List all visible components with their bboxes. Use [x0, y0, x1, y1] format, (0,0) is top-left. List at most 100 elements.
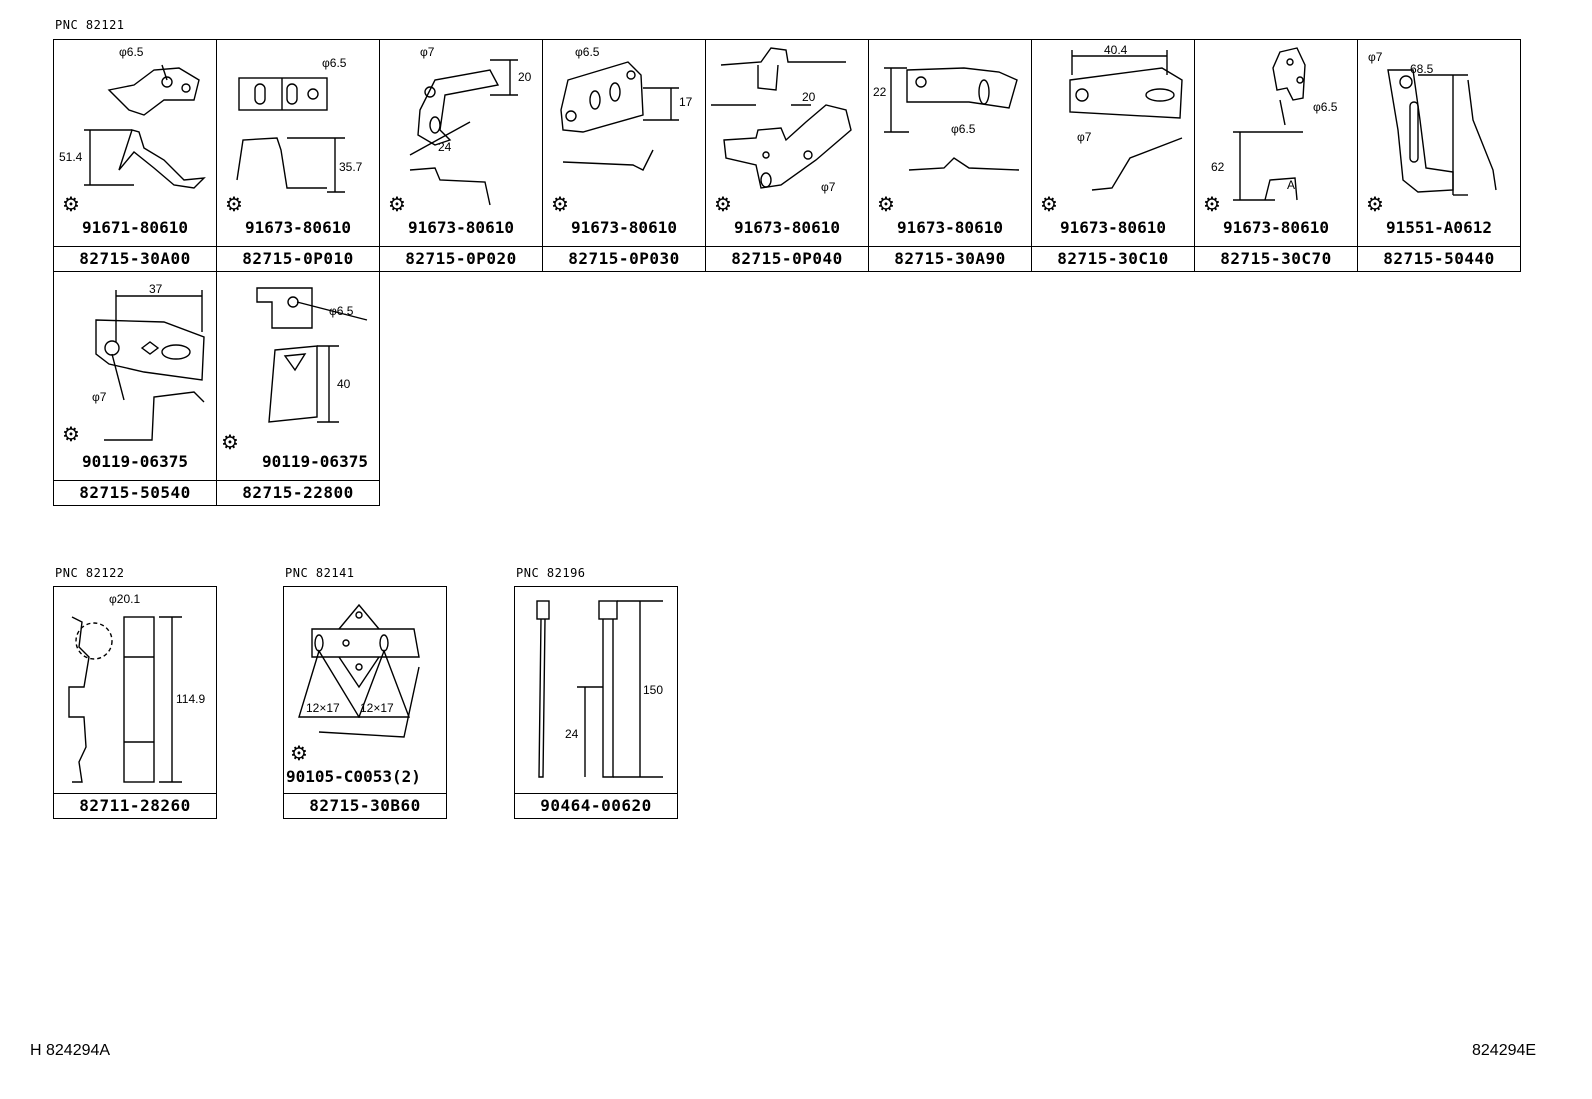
pnc-label-82141: PNC 82141: [285, 566, 355, 580]
bolt-part-number: 91673-80610: [571, 218, 677, 237]
bolt-icon: ⚙: [290, 743, 308, 765]
bolt-part-number: 91551-A0612: [1386, 218, 1492, 237]
dim-diameter: φ20.1: [109, 592, 141, 606]
clamp-drawing: [68, 616, 182, 783]
dim-width: 24: [438, 140, 452, 154]
dim-diameter: φ6.5: [322, 56, 347, 70]
dim-length: 150: [643, 683, 664, 697]
part-cell-82715-30A00[interactable]: φ6.5 51.4 ⚙ 91671-80610 82715-30A00: [53, 39, 217, 272]
dim-diameter: φ6.5: [1313, 100, 1338, 114]
part-number[interactable]: 82711-28260: [54, 793, 216, 818]
bracket-drawing: [95, 290, 205, 441]
part-number[interactable]: 82715-30C70: [1195, 246, 1357, 271]
part-cell-82715-30C10[interactable]: 40.4 φ7 ⚙ 91673-80610 82715-30C10: [1031, 39, 1195, 272]
bolt-icon: ⚙: [551, 194, 569, 216]
part-cell-82715-0P010[interactable]: φ6.5 35.7 ⚙ 91673-80610 82715-0P010: [216, 39, 380, 272]
part-cell-82715-30C70[interactable]: φ6.5 62 A ⚙ 91673-80610 82715-30C70: [1194, 39, 1358, 272]
part-cell-82715-0P040[interactable]: 20 φ7 ⚙ 91673-80610 82715-0P040: [705, 39, 869, 272]
dim-diameter: φ7: [1368, 50, 1383, 64]
dim-height: 40: [337, 377, 351, 391]
dim-diameter: φ6.5: [329, 304, 354, 318]
pnc-label-82121: PNC 82121: [55, 18, 125, 32]
bracket-drawing: [1069, 50, 1183, 191]
footer-right-code: 824294E: [1472, 1042, 1537, 1059]
dim-slot-left: 12×17: [306, 701, 340, 715]
dim-label-a: A: [1287, 178, 1296, 192]
dim-height: 17: [679, 95, 693, 109]
bolt-icon: ⚙: [877, 194, 895, 216]
bracket-drawing: [84, 64, 206, 189]
part-number[interactable]: 82715-30C10: [1032, 246, 1194, 271]
part-number[interactable]: 82715-0P040: [706, 246, 868, 271]
bracket-drawing: [298, 603, 420, 738]
part-cell-82715-0P030[interactable]: φ6.5 17 ⚙ 91673-80610 82715-0P030: [542, 39, 706, 272]
dim-diameter: φ6.5: [951, 122, 976, 136]
bolt-icon: ⚙: [1040, 194, 1058, 216]
bracket-drawing: [884, 67, 1020, 171]
bolt-part-number: 91673-80610: [408, 218, 514, 237]
bolt-part-number: 91673-80610: [897, 218, 1003, 237]
bolt-icon: ⚙: [1203, 194, 1221, 216]
dim-width: 37: [149, 282, 163, 296]
bracket-drawing: [1233, 47, 1306, 201]
part-number[interactable]: 90464-00620: [515, 793, 677, 818]
bolt-part-number: 91671-80610: [82, 218, 188, 237]
part-number[interactable]: 82715-30B60: [284, 793, 446, 818]
bolt-part-number: 91673-80610: [1223, 218, 1329, 237]
bolt-icon: ⚙: [225, 194, 243, 216]
bolt-part-number: 90105-C0053(2): [286, 767, 421, 786]
dim-diameter: φ7: [420, 45, 435, 59]
part-cell-82715-50540[interactable]: 37 φ7 ⚙ 90119-06375 82715-50540: [53, 271, 217, 506]
part-cell-82715-30A90[interactable]: 22 φ6.5 ⚙ 91673-80610 82715-30A90: [868, 39, 1032, 272]
bolt-icon: ⚙: [1366, 194, 1384, 216]
pnc-label-82122: PNC 82122: [55, 566, 125, 580]
dim-width: 40.4: [1104, 43, 1128, 57]
part-cell-82711-28260[interactable]: φ20.1 114.9 82711-28260: [53, 586, 217, 819]
bolt-part-number: 90119-06375: [82, 452, 188, 471]
dim-slot-right: 12×17: [360, 701, 394, 715]
bolt-icon: ⚙: [221, 432, 239, 454]
part-cell-82715-0P020[interactable]: φ7 20 24 ⚙ 91673-80610 82715-0P020: [379, 39, 543, 272]
bracket-drawing: [711, 47, 852, 189]
bolt-icon: ⚙: [62, 194, 80, 216]
part-number[interactable]: 82715-50440: [1358, 246, 1520, 271]
dim-height: 20: [518, 70, 532, 84]
dim-diameter: φ6.5: [119, 45, 144, 59]
bolt-icon: ⚙: [714, 194, 732, 216]
dim-height: 68.5: [1410, 62, 1434, 76]
dim-height: 51.4: [59, 150, 83, 164]
bolt-icon: ⚙: [62, 424, 80, 446]
bracket-drawing: [1387, 69, 1497, 196]
dim-width: 20: [802, 90, 816, 104]
footer-left-code: H 824294A: [30, 1042, 111, 1059]
part-cell-82715-30B60[interactable]: 12×17 12×17 ⚙ 90105-C0053(2) 82715-30B60: [283, 586, 447, 819]
part-cell-90464-00620[interactable]: 150 24 90464-00620: [514, 586, 678, 819]
bracket-drawing: [409, 59, 518, 206]
part-number[interactable]: 82715-50540: [54, 480, 216, 505]
dim-height: 62: [1211, 160, 1225, 174]
part-cell-82715-50440[interactable]: φ7 68.5 ⚙ 91551-A0612 82715-50440: [1357, 39, 1521, 272]
part-cell-82715-22800[interactable]: φ6.5 40 ⚙ 90119-06375 82715-22800: [216, 271, 380, 506]
dim-head: 24: [565, 727, 579, 741]
dim-diameter: φ7: [1077, 130, 1092, 144]
part-number[interactable]: 82715-30A90: [869, 246, 1031, 271]
bolt-part-number: 91673-80610: [245, 218, 351, 237]
bolt-icon: ⚙: [388, 194, 406, 216]
bracket-drawing: [236, 77, 345, 193]
part-number[interactable]: 82715-22800: [217, 480, 379, 505]
part-number[interactable]: 82715-30A00: [54, 246, 216, 271]
dim-diameter: φ7: [92, 390, 107, 404]
pnc-label-82196: PNC 82196: [516, 566, 586, 580]
bolt-part-number: 91673-80610: [1060, 218, 1166, 237]
cable-tie-drawing: [536, 600, 663, 778]
dim-height: 22: [873, 85, 887, 99]
part-number[interactable]: 82715-0P030: [543, 246, 705, 271]
dim-height: 35.7: [339, 160, 363, 174]
part-number[interactable]: 82715-0P020: [380, 246, 542, 271]
bolt-part-number: 90119-06375: [262, 452, 368, 471]
dim-length: 114.9: [176, 692, 206, 706]
dim-diameter: φ7: [821, 180, 836, 194]
bolt-part-number: 91673-80610: [734, 218, 840, 237]
dim-diameter: φ6.5: [575, 45, 600, 59]
part-number[interactable]: 82715-0P010: [217, 246, 379, 271]
